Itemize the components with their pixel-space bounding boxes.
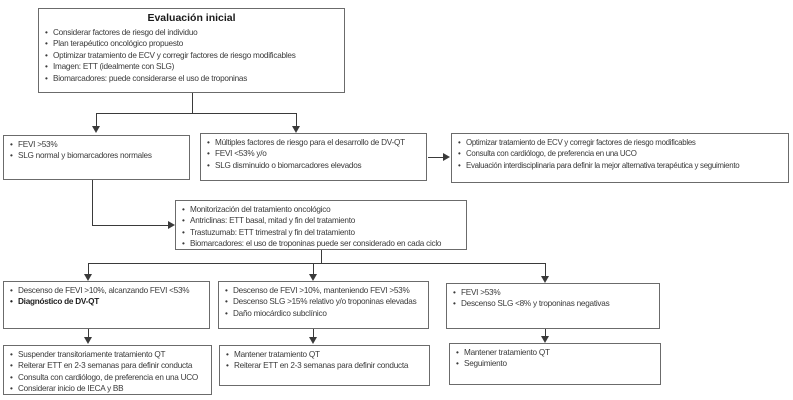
bullet-item: Biomarcadores: el uso de troponinas pued… [181, 238, 462, 250]
arrow-down-icon [541, 276, 549, 283]
bullet-item: Imagen: ETT (idealmente con SLG) [44, 61, 340, 73]
bullet-item: Seguimiento [455, 358, 656, 370]
bullet-item: Mantener tratamiento QT [455, 347, 656, 359]
box-fevi-estable: FEVI >53% Descenso SLG <8% y troponinas … [446, 283, 660, 329]
bullet-list: Descenso de FEVI >10%, manteniendo FEVI … [224, 285, 424, 320]
arrow-down-icon [84, 337, 92, 344]
box-dano-subclinico: Descenso de FEVI >10%, manteniendo FEVI … [218, 281, 429, 329]
connector-line [92, 225, 168, 226]
bullet-item: Plan terapéutico oncológico propuesto [44, 38, 340, 50]
bullet-item: Múltiples factores de riesgo para el des… [206, 137, 422, 149]
box-suspender-qt: Suspender transitoriamente tratamiento Q… [3, 345, 212, 395]
bullet-item: FEVI <53% y/o [206, 148, 422, 160]
box-evaluacion-inicial: Evaluación inicial Considerar factores d… [38, 8, 345, 93]
bullet-item: Biomarcadores: puede considerarse el uso… [44, 73, 340, 85]
connector-line [92, 180, 93, 225]
box-fevi-normal: FEVI >53% SLG normal y biomarcadores nor… [3, 135, 190, 180]
bullet-list: FEVI >53% SLG normal y biomarcadores nor… [9, 139, 185, 162]
bullet-item: Daño miocárdico subclínico [224, 308, 424, 320]
bullet-item: Optimizar tratamiento de ECV y corregir … [457, 137, 784, 149]
bullet-item: FEVI >53% [452, 287, 655, 299]
connector-line [545, 329, 546, 336]
box-optimizar-consulta: Optimizar tratamiento de ECV y corregir … [451, 133, 789, 183]
bullet-item: FEVI >53% [9, 139, 185, 151]
arrow-down-icon [309, 337, 317, 344]
bullet-list: Optimizar tratamiento de ECV y corregir … [457, 137, 784, 172]
bullet-item: Consulta con cardiólogo, de preferencia … [9, 372, 207, 384]
bullet-item: Consulta con cardiólogo, de preferencia … [457, 148, 784, 160]
bullet-item: Suspender transitoriamente tratamiento Q… [9, 349, 207, 361]
bullet-item: Reiterar ETT en 2-3 semanas para definir… [9, 360, 207, 372]
bullet-item: Diagnóstico de DV-QT [9, 296, 205, 308]
bullet-item: Antriclinas: ETT basal, mitad y fin del … [181, 215, 462, 227]
bullet-item: Descenso SLG <8% y troponinas negativas [452, 298, 655, 310]
bullet-list: Suspender transitoriamente tratamiento Q… [9, 349, 207, 395]
bullet-item: Monitorización del tratamiento oncológic… [181, 204, 462, 216]
bullet-list: Monitorización del tratamiento oncológic… [181, 204, 462, 250]
bullet-item: Descenso SLG >15% relativo y/o troponina… [224, 296, 424, 308]
bullet-list: Mantener tratamiento QT Seguimiento [455, 347, 656, 370]
arrow-down-icon [92, 126, 100, 133]
box-riesgo-dvqt: Múltiples factores de riesgo para el des… [200, 133, 427, 181]
bullet-item: Reiterar ETT en 2-3 semanas para definir… [225, 360, 425, 372]
connector-line [88, 263, 89, 274]
bullet-list: Considerar factores de riesgo del indivi… [44, 27, 340, 84]
arrow-right-icon [168, 221, 175, 229]
bullet-item: Considerar inicio de IECA y BB [9, 383, 207, 395]
bullet-item: Evaluación interdisciplinaria para defin… [457, 160, 784, 172]
box-mantener-reiterar: Mantener tratamiento QT Reiterar ETT en … [219, 345, 430, 386]
connector-line [88, 263, 546, 264]
bullet-item: Optimizar tratamiento de ECV y corregir … [44, 50, 340, 62]
bullet-list: Descenso de FEVI >10%, alcanzando FEVI <… [9, 285, 205, 308]
connector-line [192, 93, 193, 113]
box-monitorizacion: Monitorización del tratamiento oncológic… [175, 200, 467, 250]
bullet-list: Mantener tratamiento QT Reiterar ETT en … [225, 349, 425, 372]
arrow-down-icon [84, 274, 92, 281]
connector-line [96, 113, 296, 114]
bullet-item: Trastuzumab: ETT trimestral y fin del tr… [181, 227, 462, 239]
bullet-item: Considerar factores de riesgo del indivi… [44, 27, 340, 39]
arrow-down-icon [292, 126, 300, 133]
box-descenso-dvqt: Descenso de FEVI >10%, alcanzando FEVI <… [3, 281, 210, 329]
bullet-item: SLG disminuido o biomarcadores elevados [206, 160, 422, 172]
arrow-down-icon [309, 274, 317, 281]
box-title: Evaluación inicial [147, 12, 236, 24]
bullet-item: Descenso de FEVI >10%, alcanzando FEVI <… [9, 285, 205, 297]
connector-line [313, 263, 314, 274]
connector-line [428, 157, 443, 158]
connector-line [96, 113, 97, 126]
connector-line [545, 263, 546, 276]
bullet-item: SLG normal y biomarcadores normales [9, 150, 185, 162]
bullet-item: Mantener tratamiento QT [225, 349, 425, 361]
connector-line [296, 113, 297, 126]
box-mantener-seguimiento: Mantener tratamiento QT Seguimiento [449, 343, 661, 385]
connector-line [321, 250, 322, 263]
connector-line [313, 329, 314, 337]
arrow-right-icon [443, 153, 450, 161]
bullet-list: FEVI >53% Descenso SLG <8% y troponinas … [452, 287, 655, 310]
connector-line [88, 329, 89, 337]
bullet-item: Descenso de FEVI >10%, manteniendo FEVI … [224, 285, 424, 297]
arrow-down-icon [541, 336, 549, 343]
bullet-list: Múltiples factores de riesgo para el des… [206, 137, 422, 172]
